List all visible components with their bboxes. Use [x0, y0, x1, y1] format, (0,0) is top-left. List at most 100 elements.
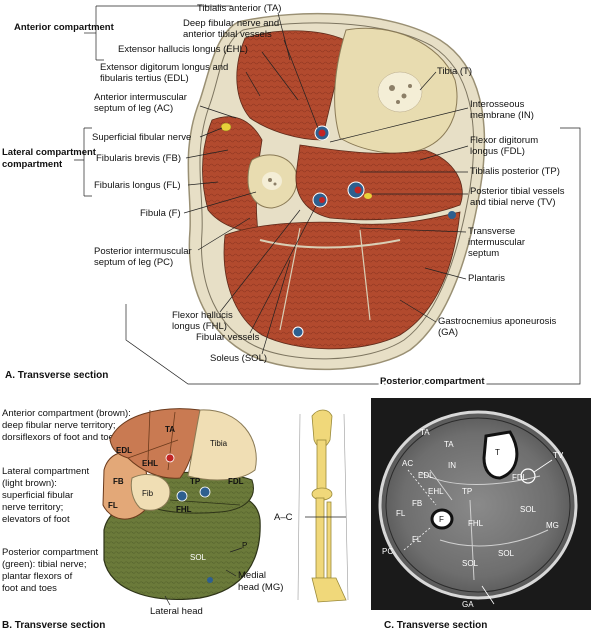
- c-fl-1: FL: [396, 509, 406, 518]
- fibula-region: [130, 474, 171, 511]
- note-lat-3: superficial fibular: [2, 490, 73, 501]
- mri-tibia: [482, 430, 519, 480]
- b-level-marker: A–C: [274, 512, 293, 523]
- mri-fibula: [430, 508, 454, 530]
- c-ac: AC: [402, 459, 413, 468]
- label-plantaris: Plantaris: [468, 273, 505, 284]
- label-tis-2: intermuscular: [468, 237, 525, 248]
- anterior-compartment-region: [109, 408, 201, 479]
- lateral-compartment-label-2: compartment: [2, 159, 63, 170]
- anterior-tibial-vessels-icon: [314, 125, 330, 141]
- label-tibia: Tibia (T): [437, 66, 472, 77]
- b-fb: FB: [113, 477, 124, 486]
- label-im-2: membrane (IN): [470, 110, 534, 121]
- label-fdl-1: Flexor digitorum: [470, 135, 538, 146]
- c-tv: TV: [553, 451, 564, 460]
- note-lat-4: nerve territory;: [2, 502, 63, 513]
- note-post-2: (green): tibial nerve;: [2, 559, 86, 570]
- mri-tv-circle: [520, 468, 536, 484]
- b-fhl: FHL: [176, 505, 192, 514]
- posterior-tibial-vessels-icon: [347, 181, 372, 199]
- label-fb: Fibularis brevis (FB): [96, 153, 181, 164]
- b-sol: SOL: [190, 553, 207, 562]
- c-fl-2: FL: [412, 535, 422, 544]
- label-ptv-2: and tibial nerve (TV): [470, 197, 556, 208]
- leg-skeleton-illustration: [297, 409, 349, 603]
- label-fl: Fibularis longus (FL): [94, 180, 181, 191]
- label-pc-2: septum of leg (PC): [94, 257, 173, 268]
- label-fdl-2: longus (FDL): [470, 146, 525, 157]
- note-ant-1: Anterior compartment (brown):: [2, 408, 131, 419]
- c-f: F: [439, 515, 444, 524]
- label-tis-1: Transverse: [468, 226, 515, 237]
- label-edl-2: fibularis tertius (EDL): [100, 73, 189, 84]
- label-ehl: Extensor hallucis longus (EHL): [118, 44, 248, 55]
- label-dfn-1: Deep fibular nerve and: [183, 18, 279, 29]
- c-pc: PC: [382, 547, 393, 556]
- c-tp: TP: [462, 487, 472, 496]
- note-lat-2: (light brown):: [2, 478, 57, 489]
- b-lateral-head: Lateral head: [150, 606, 203, 617]
- label-fv: Fibular vessels: [196, 332, 260, 343]
- c-sol-3: SOL: [462, 559, 479, 568]
- b-fdl: FDL: [228, 477, 244, 486]
- c-mg: MG: [546, 521, 559, 530]
- c-ta-1: TA: [420, 428, 430, 437]
- c-fb: FB: [412, 499, 422, 508]
- tibia-region: [187, 409, 257, 481]
- b-fib: Fib: [142, 489, 154, 498]
- label-edl-1: Extensor digitorum longus and: [100, 62, 228, 73]
- great-saphenous-vein-icon: [448, 211, 456, 219]
- deep-fascia: [199, 22, 475, 360]
- lateral-compartment-label: Lateral compartment: [2, 147, 97, 158]
- b-medial-2: head (MG): [238, 582, 283, 593]
- note-post-1: Posterior compartment: [2, 547, 98, 558]
- posterior-compartment-label: Posterior compartment: [380, 376, 485, 387]
- c-ta-2: TA: [444, 440, 454, 449]
- c-edl: EDL: [418, 471, 434, 480]
- note-ant-2: deep fibular nerve territory;: [2, 420, 116, 431]
- b-ta: TA: [165, 425, 175, 434]
- panel-b: Anterior compartment (brown): deep fibul…: [2, 408, 349, 631]
- fibular-vessels-icon: [312, 192, 328, 208]
- b-ehl: EHL: [142, 459, 158, 468]
- c-t: T: [495, 448, 500, 457]
- deep-posterior-muscles: [295, 144, 463, 221]
- label-ac-1: Anterior intermuscular: [94, 92, 187, 103]
- c-ga: GA: [462, 600, 474, 609]
- label-fibula: Fibula (F): [140, 208, 181, 219]
- c-sol-2: SOL: [498, 549, 515, 558]
- note-post-3: plantar flexors of: [2, 571, 73, 582]
- panel-a: Anterior compartment Lateral compartment…: [2, 3, 581, 389]
- label-ta: Tibialis anterior (TA): [197, 3, 281, 14]
- label-fhl-2: longus (FHL): [172, 321, 227, 332]
- note-ant-3: dorsiflexors of foot and toes: [2, 432, 119, 443]
- c-fhl: FHL: [468, 519, 484, 528]
- label-tp: Tibialis posterior (TP): [470, 166, 560, 177]
- note-lat-1: Lateral compartment: [2, 466, 89, 477]
- superficial-fibular-nerve-icon: [220, 122, 232, 132]
- anterior-compartment-label: Anterior compartment: [14, 22, 115, 33]
- label-ga-2: (GA): [438, 327, 458, 338]
- c-ehl: EHL: [428, 487, 444, 496]
- label-sfn: Superficial fibular nerve: [92, 132, 191, 143]
- label-im-1: Interosseous: [470, 99, 525, 110]
- caption-c: C. Transverse section: [384, 620, 487, 631]
- panel-c: TA TA T TV AC EDL IN FDL EHL TP FB F SOL…: [371, 398, 591, 631]
- b-tibia: Tibia: [210, 439, 228, 448]
- c-fdl: FDL: [512, 473, 528, 482]
- label-tis-3: septum: [468, 248, 499, 259]
- label-dfn-2: anterior tibial vessels: [183, 29, 272, 40]
- b-fl: FL: [108, 501, 118, 510]
- b-medial-1: Medial: [238, 570, 266, 581]
- b-tp: TP: [190, 477, 201, 486]
- caption-b: B. Transverse section: [2, 620, 105, 631]
- note-lat-5: elevators of foot: [2, 514, 70, 525]
- label-ac-2: septum of leg (AC): [94, 103, 173, 114]
- c-sol-1: SOL: [520, 505, 537, 514]
- small-saphenous-vein-icon: [292, 326, 304, 338]
- label-fhl-1: Flexor hallucis: [172, 310, 233, 321]
- b-edl: EDL: [116, 446, 132, 455]
- c-in: IN: [448, 461, 456, 470]
- b-p: P: [242, 541, 247, 550]
